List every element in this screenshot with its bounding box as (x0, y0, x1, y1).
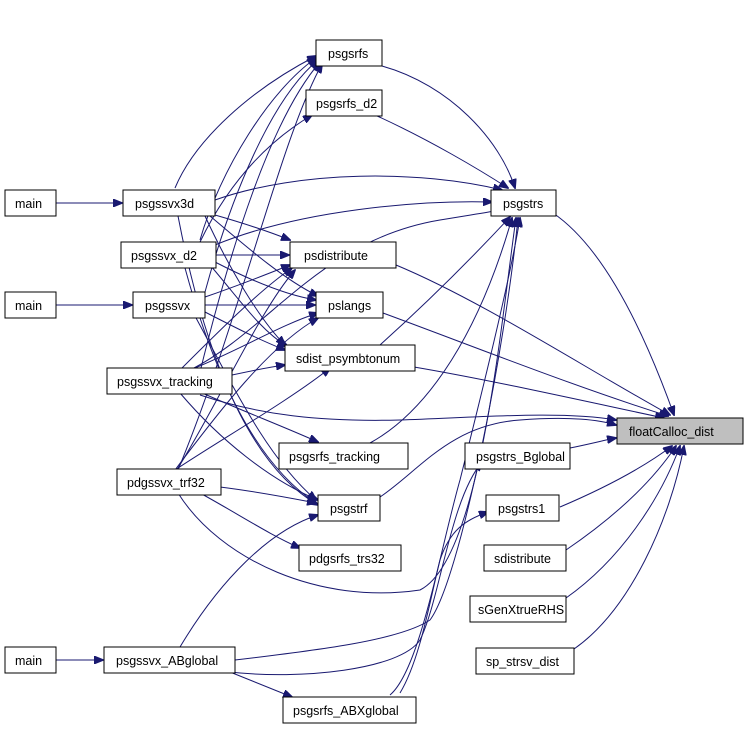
svg-text:psgssvx: psgssvx (145, 299, 191, 313)
svg-text:floatCalloc_dist: floatCalloc_dist (629, 425, 714, 439)
node-floatcalloc-dist[interactable]: floatCalloc_dist (616, 417, 744, 445)
edge-spstrsv-floatcalloc (573, 446, 684, 650)
edge-sdist-floatcalloc (413, 366, 664, 418)
edge-psgssvxd2-sdist (209, 264, 288, 347)
edge-pslangs-floatcalloc (382, 312, 668, 416)
edge-psgsrfstracking-psgstrs (369, 218, 512, 444)
svg-text:main: main (15, 197, 42, 211)
node-sdist-psymbtonum[interactable]: sdist_psymbtonum (284, 344, 416, 372)
edge-psgssvxd2-psgsrfs (199, 58, 316, 241)
svg-text:sdist_psymbtonum: sdist_psymbtonum (296, 352, 400, 366)
edge-psgssvx3d-sdist (204, 215, 285, 345)
edge-trf32-psgstrf (219, 486, 316, 503)
edge-psgssvxd2-pslangs (214, 261, 316, 300)
svg-text:psgssvx_ABglobal: psgssvx_ABglobal (116, 654, 218, 668)
node-psgssvx-abglobal[interactable]: psgssvx_ABglobal (103, 646, 236, 674)
node-psgssvx[interactable]: psgssvx (132, 291, 206, 319)
edge-trf32-sdist (174, 368, 330, 471)
node-sdistribute[interactable]: sdistribute (483, 544, 567, 572)
node-psgssvx-tracking[interactable]: psgssvx_tracking (106, 367, 233, 395)
node-pdgsrfs-trs32[interactable]: pdgsrfs_trs32 (298, 544, 402, 572)
edge-psgssvx3d-psgstrs (214, 175, 502, 201)
svg-text:psgsrfs: psgsrfs (328, 47, 368, 61)
node-main-1[interactable]: main (4, 189, 57, 217)
svg-text:psgssvx_d2: psgssvx_d2 (131, 249, 197, 263)
node-psgsrfs[interactable]: psgsrfs (315, 39, 383, 67)
edge-psgssvx3d-psdistribute (214, 214, 290, 240)
edge-tracking-psdistribute (179, 268, 292, 371)
svg-text:psgssvx3d: psgssvx3d (135, 197, 194, 211)
node-pdgssvx-trf32[interactable]: pdgssvx_trf32 (116, 468, 222, 496)
svg-text:pdgssvx_trf32: pdgssvx_trf32 (127, 476, 205, 490)
edge-psdistribute-floatcalloc (395, 264, 670, 415)
edge-bglobal-floatcalloc (569, 438, 616, 449)
node-psgssvx-d2[interactable]: psgssvx_d2 (120, 241, 217, 269)
edge-psgstrs-floatcalloc (552, 212, 674, 415)
svg-text:psgsrfs_ABXglobal: psgsrfs_ABXglobal (293, 704, 399, 718)
node-psgsrfs-d2[interactable]: psgsrfs_d2 (305, 89, 383, 117)
edge-sdist-psgstrs (379, 217, 510, 346)
svg-text:psgstrs1: psgstrs1 (498, 502, 545, 516)
edge-abxglobal-psgstrs1 (399, 512, 488, 694)
node-psgsrfs-tracking[interactable]: psgsrfs_tracking (278, 442, 409, 470)
edge-tracking-psgsrfstracking (199, 391, 318, 442)
edge-psgssvx3d-pslangs (209, 215, 318, 296)
edge-psgsrfsd2-psgstrs (374, 114, 508, 188)
edge-sdistribute-floatcalloc (565, 446, 676, 551)
svg-text:psdistribute: psdistribute (304, 249, 368, 263)
svg-text:psgstrf: psgstrf (330, 502, 368, 516)
edge-tracking-psgsrfs (199, 62, 320, 373)
svg-text:psgsrfs_d2: psgsrfs_d2 (316, 97, 377, 111)
edge-trf32-pdgsrfstrs32 (199, 492, 300, 548)
svg-text:pslangs: pslangs (328, 299, 371, 313)
edge-tracking-sdist (231, 365, 285, 376)
svg-text:psgstrs_Bglobal: psgstrs_Bglobal (476, 450, 565, 464)
edge-sgenx-floatcalloc (565, 446, 680, 599)
edge-abxglobal-psgstrs (389, 218, 520, 696)
edge-abglobal-psgstrf (179, 515, 318, 648)
edge-psgssvx-sdist (204, 311, 285, 350)
svg-text:psgstrs: psgstrs (503, 197, 543, 211)
edge-trf32-psdistribute (177, 270, 295, 469)
svg-text:main: main (15, 654, 42, 668)
edge-psgssvxd2-psgsrfsd2 (199, 115, 312, 243)
svg-text:psgsrfs_tracking: psgsrfs_tracking (289, 450, 380, 464)
node-psgsrfs-abxglobal[interactable]: psgsrfs_ABXglobal (282, 696, 417, 724)
edge-psgstrs1-floatcalloc (559, 446, 672, 508)
edge-psgssvxd2-psgstrs (214, 202, 492, 246)
edge-trf32-pslangs (174, 318, 318, 471)
node-psdistribute[interactable]: psdistribute (289, 241, 397, 269)
svg-text:sp_strsv_dist: sp_strsv_dist (486, 655, 559, 669)
node-main-2[interactable]: main (4, 291, 57, 319)
svg-text:sdistribute: sdistribute (494, 552, 551, 566)
edge-abglobal-bglobal (229, 462, 482, 676)
edge-trf32-psgstrs (177, 218, 516, 594)
node-psgstrf[interactable]: psgstrf (317, 494, 381, 522)
node-psgstrs1[interactable]: psgstrs1 (485, 494, 560, 522)
svg-text:pdgsrfs_trs32: pdgsrfs_trs32 (309, 552, 385, 566)
edge-abglobal-psgstrs (234, 218, 518, 661)
edge-abglobal-abxglobal (229, 671, 292, 697)
edge-psgssvx3d-psgsrfs (174, 56, 316, 189)
node-pslangs[interactable]: pslangs (315, 291, 384, 319)
node-sp-strsv-dist[interactable]: sp_strsv_dist (475, 647, 575, 675)
edge-tracking-psgstrf (179, 392, 318, 500)
edge-trf32-psgsrfs (177, 64, 322, 471)
edge-tracking-floatcalloc (199, 394, 616, 420)
node-psgssvx3d[interactable]: psgssvx3d (122, 189, 216, 217)
edge-psgstrf-floatcalloc (379, 417, 616, 498)
edges (56, 56, 684, 697)
edge-psgsrfs-psgstrs (381, 65, 515, 188)
edge-psgssvx-psgstrf (194, 315, 316, 500)
svg-text:psgssvx_tracking: psgssvx_tracking (117, 375, 213, 389)
node-psgstrs-bglobal[interactable]: psgstrs_Bglobal (464, 442, 571, 470)
node-sgenxtruerhs[interactable]: sGenXtrueRHS (469, 595, 567, 623)
svg-text:main: main (15, 299, 42, 313)
node-main-3[interactable]: main (4, 646, 57, 674)
node-psgstrs[interactable]: psgstrs (490, 189, 557, 217)
svg-text:sGenXtrueRHS: sGenXtrueRHS (478, 603, 564, 617)
